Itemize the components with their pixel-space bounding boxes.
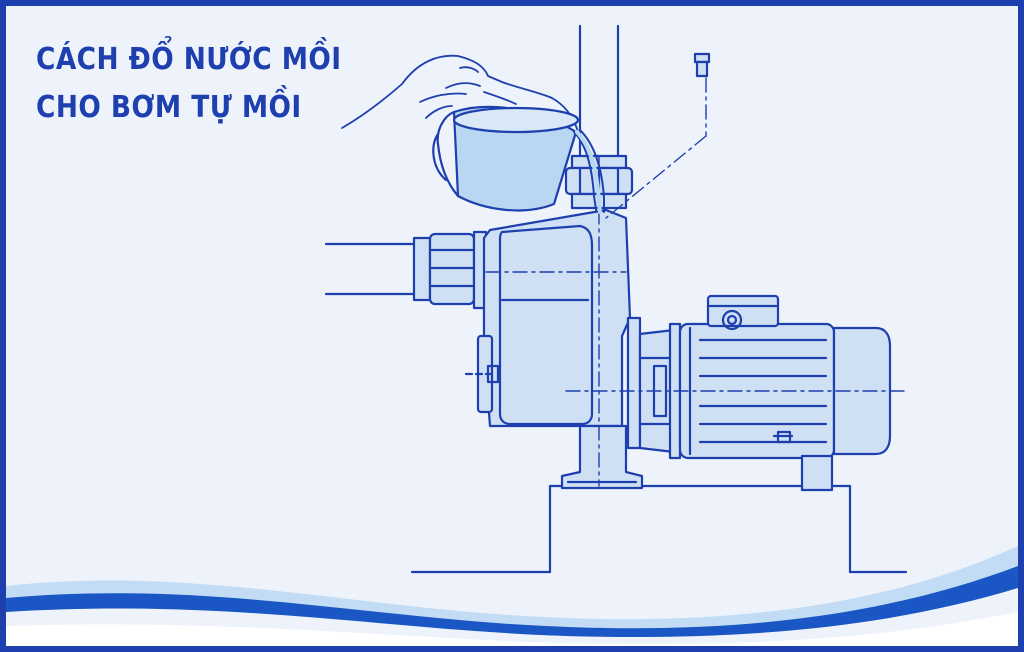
electric-motor [678,294,892,492]
foundation-block [410,484,908,574]
pump-illustration [6,24,1018,646]
title-line-1: CÁCH ĐỔ NƯỚC MỒI [36,42,342,77]
priming-plug [693,52,711,78]
water-stream [573,129,605,214]
infographic-title: CÁCH ĐỔ NƯỚC MỒI CHO BƠM TỰ MỒI [36,36,342,132]
title-line-2: CHO BƠM TỰ MỒI [36,90,302,125]
pump-housing [464,208,644,490]
water-jug [432,105,580,212]
wave-decoration [6,546,1018,646]
hand [341,54,579,133]
suction-pipe [324,230,488,310]
bracket-coupling [626,316,682,460]
